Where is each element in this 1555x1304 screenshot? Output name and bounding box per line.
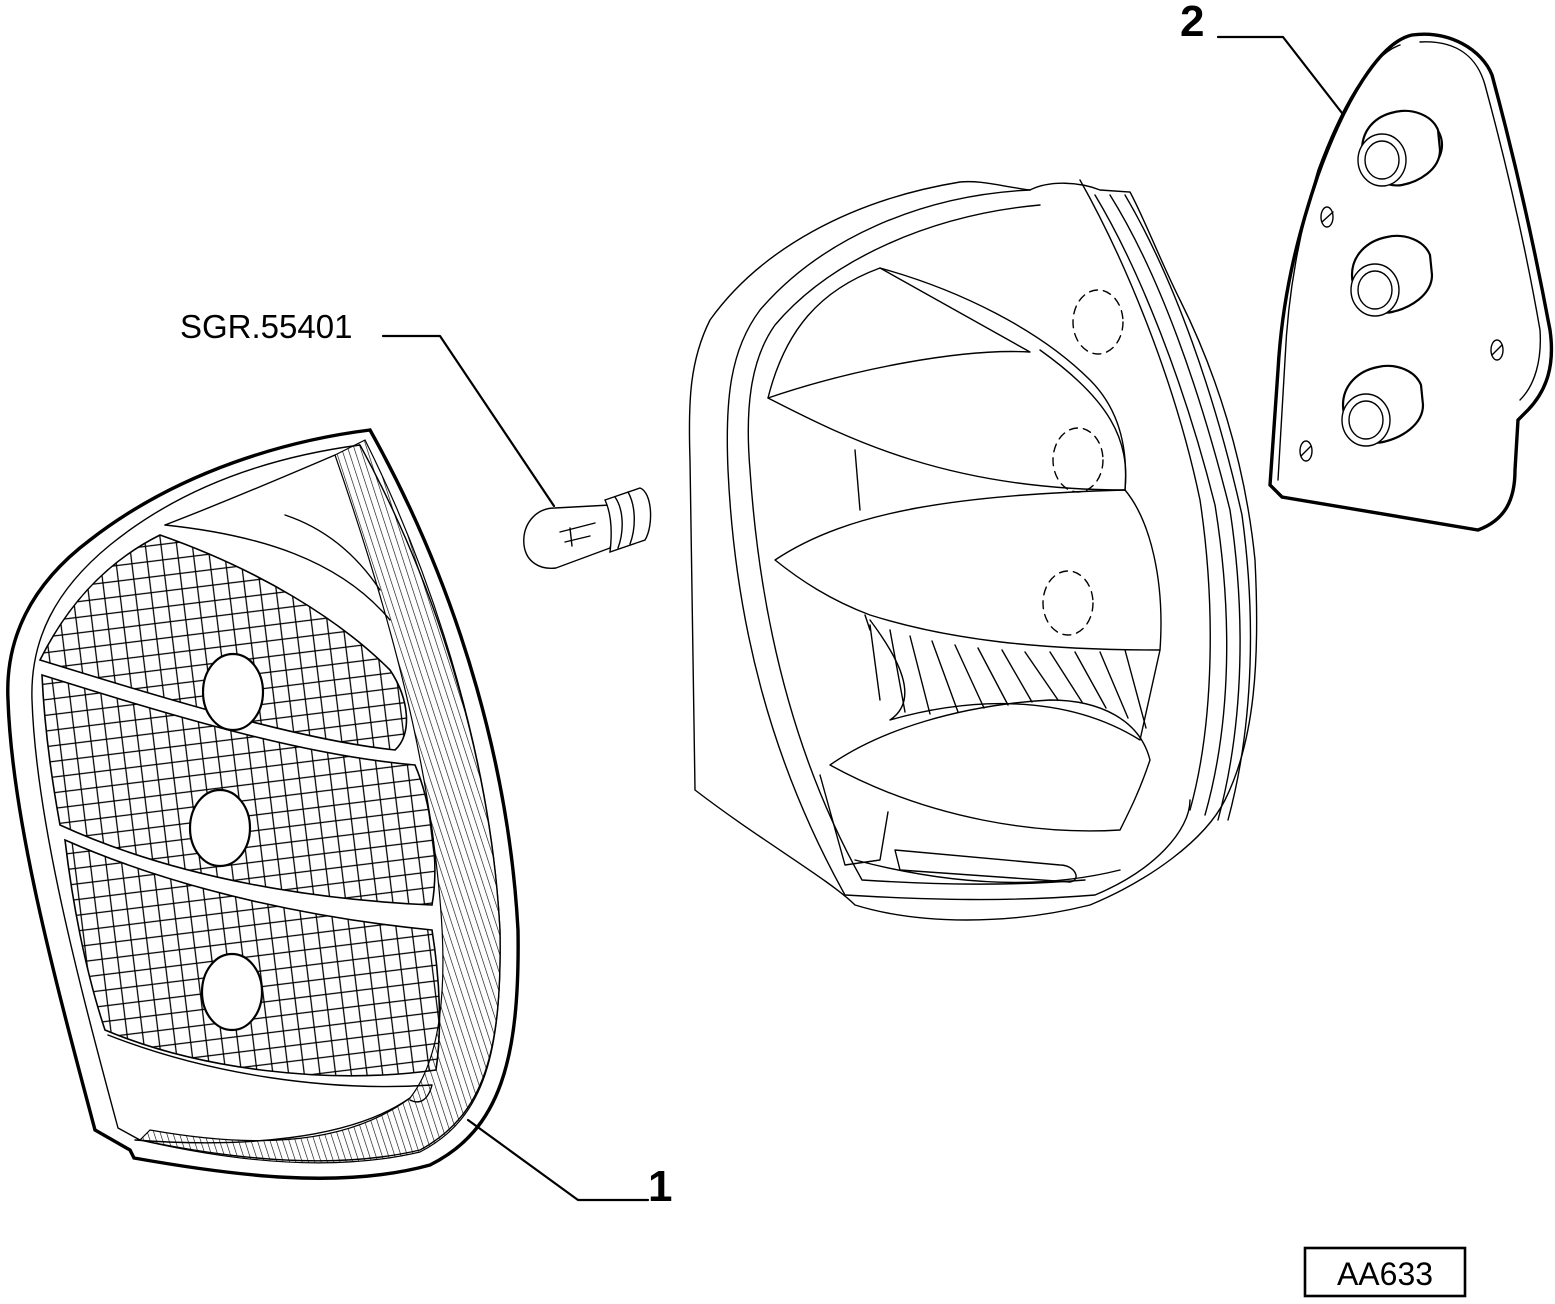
plate-socket (1341, 364, 1425, 447)
leader-line-part2 (1216, 35, 1344, 115)
plate-screw-hole (1299, 440, 1313, 462)
reference-box (1303, 1246, 1467, 1298)
plate-screw-hole (1490, 339, 1504, 361)
plate-socket (1350, 234, 1434, 317)
plate-screw-hole (1320, 206, 1334, 228)
tail-lamp-lens (6, 428, 520, 1180)
bulb-holder-plate (1268, 32, 1554, 532)
reference-code: AA633 (1337, 1256, 1433, 1292)
leader-line-part1 (466, 1118, 650, 1202)
lens-middle-chamber (41, 673, 436, 906)
leader-line-bulb (381, 334, 556, 508)
part-label-1: 1 (648, 1162, 672, 1211)
housing-inner-frame (726, 189, 1191, 901)
lens-lower-chamber (64, 838, 441, 1077)
bulb-icon (523, 487, 652, 569)
part-label-2: 2 (1180, 0, 1204, 46)
lamp-housing (688, 179, 1258, 921)
plate-socket (1357, 109, 1444, 187)
bulb-code-label: SGR.55401 (180, 308, 352, 345)
housing-outer-body (688, 180, 1258, 921)
